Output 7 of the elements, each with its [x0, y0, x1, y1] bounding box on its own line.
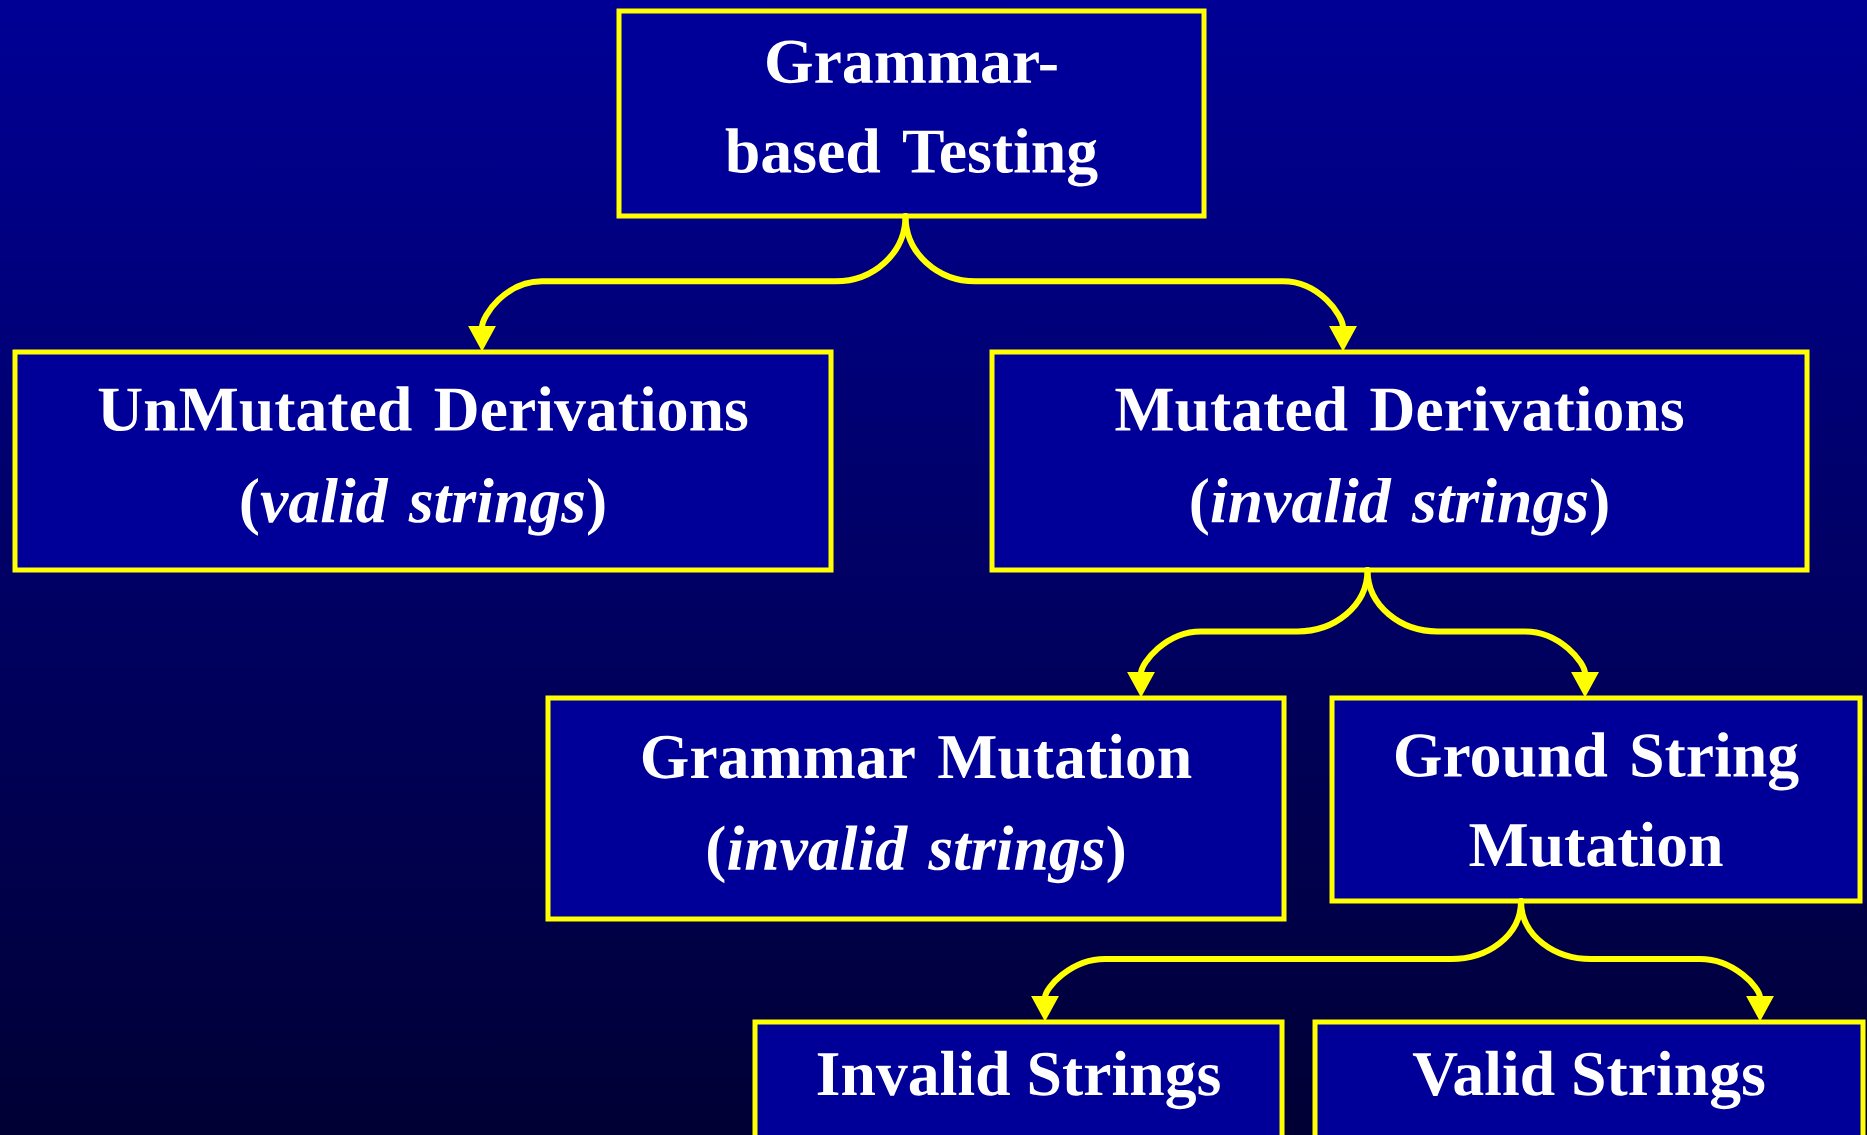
process-box: Grammar-based Testing — [616, 8, 1207, 219]
process-box: UnMutated Derivations (valid strings) — [12, 349, 834, 573]
process-box: Grammar Mutation (invalid strings) — [545, 695, 1287, 922]
process-box: Valid Strings — [1312, 1019, 1866, 1135]
process-box: Invalid Strings — [752, 1019, 1285, 1135]
process-box: Ground String Mutation — [1329, 695, 1863, 904]
process-box: Mutated Derivations (invalid strings) — [989, 349, 1810, 573]
